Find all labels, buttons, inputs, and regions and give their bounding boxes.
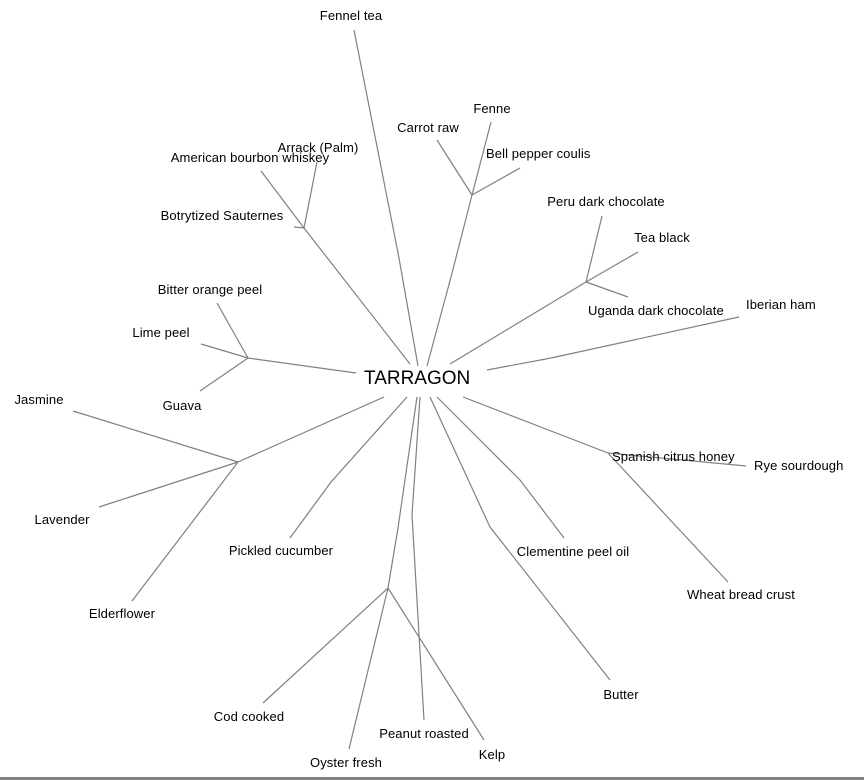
edge-rye-sourdough <box>607 452 747 467</box>
node-label-cod-cooked: Cod cooked <box>213 709 285 724</box>
edge-american-bourbon <box>260 170 305 229</box>
edge-fenne <box>471 121 492 196</box>
node-label-bell-pepper: Bell pepper coulis <box>486 146 591 161</box>
edge-jasmine <box>72 410 239 463</box>
edge-g-sauternes <box>303 227 411 365</box>
edge-lavender <box>98 461 239 508</box>
node-label-iberian-ham: Iberian ham <box>746 297 816 312</box>
node-label-butter: Butter <box>603 687 639 702</box>
node-label-fennel-tea: Fennel tea <box>319 8 383 23</box>
edge-guava <box>199 357 249 392</box>
edge-g-carrot <box>426 194 473 367</box>
edge-g-choc <box>449 281 587 365</box>
node-label-carrot-raw: Carrot raw <box>397 120 459 135</box>
node-label-tea-black: Tea black <box>634 230 690 245</box>
node-label-american-bourbon: American bourbon whiskey <box>170 150 330 165</box>
edge-g-sea <box>387 396 418 589</box>
node-label-botrytized: Botrytized Sauternes <box>160 208 284 223</box>
edge-oyster-fresh <box>348 587 389 750</box>
edge-carrot-raw <box>436 139 473 196</box>
edge-clementine <box>436 396 565 539</box>
node-label-wheat-crust: Wheat bread crust <box>687 587 795 602</box>
edge-cod-cooked <box>262 587 389 704</box>
edge-butter <box>429 396 611 681</box>
edge-kelp <box>387 587 485 741</box>
edge-peru-choc <box>585 215 603 283</box>
edge-g-citrus <box>247 357 357 374</box>
edge-uganda-choc <box>585 281 629 298</box>
edge-bitter-orange <box>216 302 249 359</box>
edge-iberian-ham <box>486 316 740 371</box>
node-label-bitter-orange: Bitter orange peel <box>157 282 263 297</box>
node-label-pickled-cucumber: Pickled cucumber <box>228 543 334 558</box>
edge-g-honey <box>462 396 609 454</box>
edge-arrack <box>303 161 318 229</box>
node-label-lavender: Lavender <box>34 512 90 527</box>
node-label-g-honey: Spanish citrus honey <box>612 449 735 464</box>
edge-fennel-tea <box>353 29 419 367</box>
edge-lime-peel <box>200 343 249 359</box>
node-label-lime-peel: Lime peel <box>132 325 190 340</box>
node-label-jasmine: Jasmine <box>14 392 64 407</box>
node-label-oyster-fresh: Oyster fresh <box>310 755 382 770</box>
node-label-rye-sourdough: Rye sourdough <box>754 458 844 473</box>
edge-botrytized <box>293 226 305 229</box>
edge-peanut-roasted <box>411 396 425 721</box>
edge-elderflower <box>131 461 239 602</box>
edge-wheat-crust <box>607 452 729 583</box>
node-label-guava: Guava <box>162 398 202 413</box>
bottom-border <box>0 777 864 780</box>
root-node-label: TARRAGON <box>364 368 471 389</box>
node-label-kelp: Kelp <box>478 747 506 762</box>
edge-bell-pepper <box>471 167 521 196</box>
edge-tea-black <box>585 251 639 283</box>
node-label-fenne: Fenne <box>473 101 511 116</box>
node-label-elderflower: Elderflower <box>88 606 156 621</box>
node-label-peanut-roasted: Peanut roasted <box>379 726 469 741</box>
node-label-arrack: Arrack (Palm) <box>277 140 359 155</box>
node-label-peru-choc: Peru dark chocolate <box>547 194 665 209</box>
edge-pickled-cucumber <box>289 396 408 539</box>
node-label-clementine: Clementine peel oil <box>516 544 630 559</box>
edge-g-floral <box>237 396 385 463</box>
node-label-uganda-choc: Uganda dark chocolate <box>588 303 724 318</box>
